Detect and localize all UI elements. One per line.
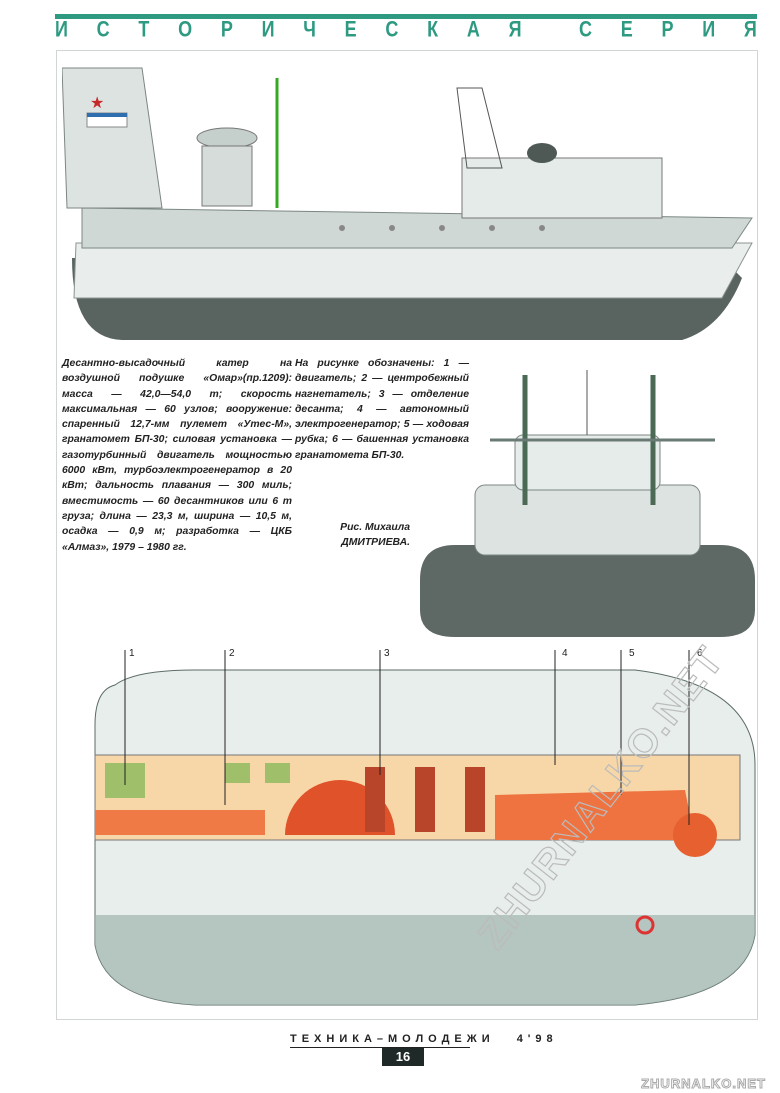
star-emblem: ★ — [90, 95, 104, 112]
series-letter: Е — [344, 17, 357, 42]
credit-line2: ДМИТРИЕВА. — [341, 537, 410, 548]
plan-view-illustration — [94, 650, 756, 1006]
series-letter: Я — [743, 17, 757, 42]
magazine-name: ТЕХНИКА–МОЛОДЕЖИ — [290, 1033, 495, 1045]
series-letter: А — [466, 17, 480, 42]
series-letter: Е — [620, 17, 633, 42]
credit-line1: Рис. Михаила — [340, 522, 410, 533]
watermark: ZHURNALKO.NET — [641, 1076, 766, 1092]
plan-label-4: 4 — [562, 648, 568, 659]
footer-rule — [290, 1047, 470, 1048]
series-letter: И — [702, 17, 716, 42]
series-letter: Р — [661, 17, 674, 42]
series-letter: Т — [138, 17, 150, 42]
series-letter: Я — [508, 17, 522, 42]
specs-caption: Десантно-высадочный катер на воздушной п… — [62, 358, 292, 553]
mast — [456, 87, 503, 169]
plan-label-2: 2 — [229, 648, 235, 659]
plan-label-5: 5 — [629, 648, 635, 659]
series-letter: О — [178, 17, 193, 42]
page-number: 16 — [382, 1048, 424, 1066]
series-letter: Ч — [303, 17, 316, 42]
life-ring — [635, 915, 655, 935]
legend-caption: На рисунке обозначены: 1 — двигатель; 2 … — [295, 358, 469, 461]
front-skirt — [420, 545, 755, 637]
series-letter: И — [261, 17, 275, 42]
series-letter: С — [578, 17, 593, 42]
issue-number: 4'98 — [516, 1033, 558, 1045]
series-letter: И — [55, 17, 68, 42]
series-letter: Р — [220, 17, 233, 42]
series-letter: К — [427, 17, 439, 42]
plan-label-1: 1 — [129, 648, 135, 659]
front-view-illustration — [420, 370, 755, 637]
footer: ТЕХНИКА–МОЛОДЕЖИ 4'98 — [290, 1033, 558, 1045]
side-view-illustration: ★ — [62, 67, 753, 340]
tail-fin — [62, 67, 163, 209]
series-letter: С — [385, 17, 399, 42]
series-letter: С — [96, 17, 110, 42]
header-bar — [55, 14, 757, 19]
plan-label-6: 6 — [697, 648, 703, 659]
illustration-frame — [56, 50, 758, 1020]
plan-label-3: 3 — [384, 648, 390, 659]
illustration-credit: Рис. Михаила ДМИТРИЕВА. — [295, 520, 410, 550]
